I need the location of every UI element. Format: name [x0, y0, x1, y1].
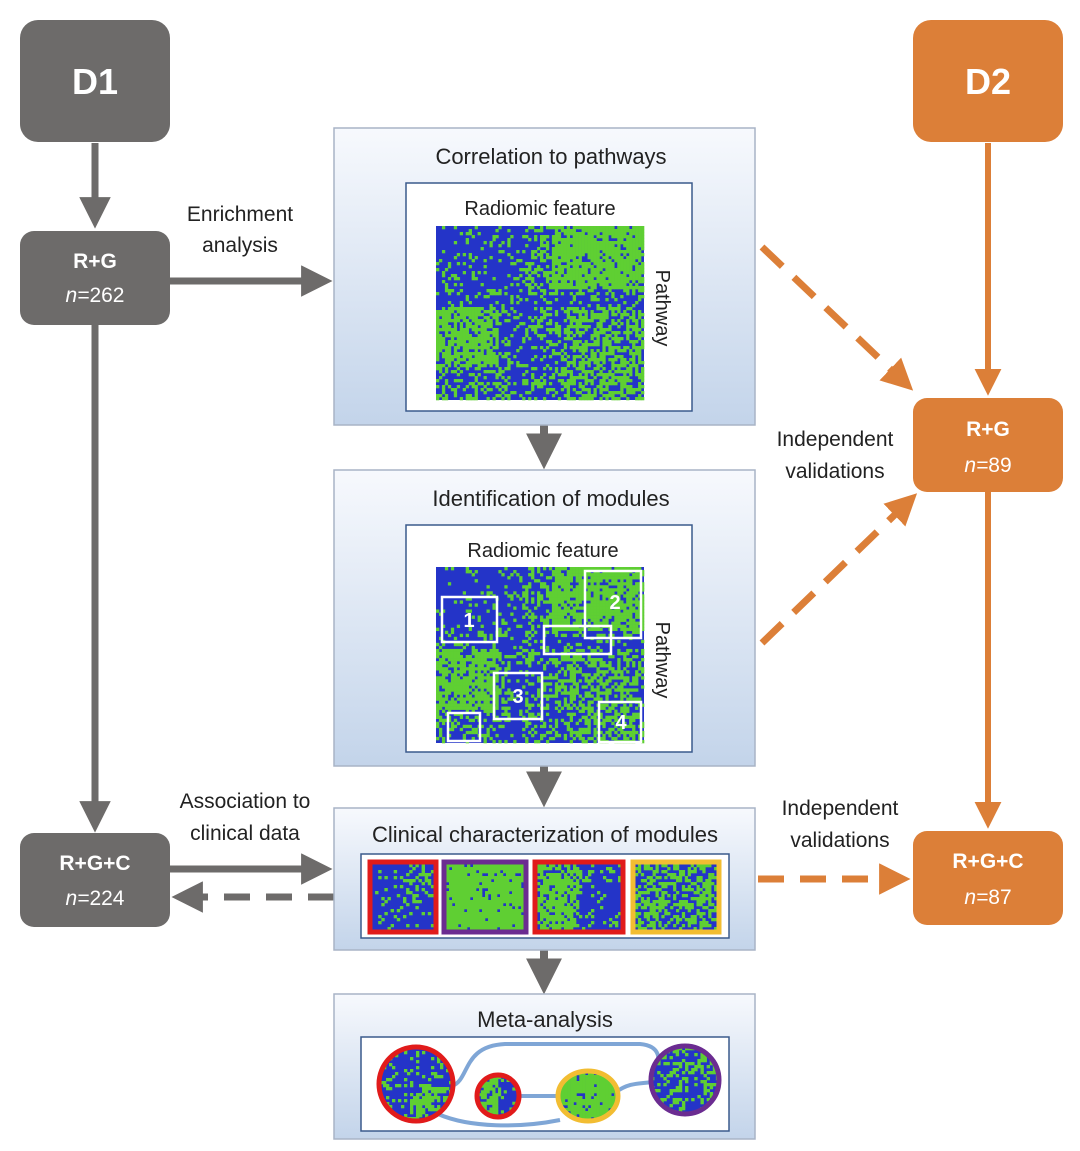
module-number-4: 4: [615, 712, 627, 734]
label-validation-a-line1: Independent: [777, 428, 894, 451]
label-validation-b-line1: Independent: [782, 797, 899, 820]
module-tile-red-1: [372, 864, 435, 931]
node-d2-rg-label: R+G: [966, 418, 1010, 441]
panel-modules-title: Identification of modules: [432, 486, 669, 511]
label-enrichment-line1: Enrichment: [187, 203, 293, 226]
panel-modules-col-label: Radiomic feature: [467, 540, 618, 562]
label-enrichment-line2: analysis: [202, 234, 278, 257]
module-box-5: [446, 711, 482, 743]
panel-correlation-col-label: Radiomic feature: [464, 198, 615, 220]
node-d1-rg: R+G n=262: [20, 231, 170, 325]
label-association-line1: Association to: [180, 790, 311, 813]
node-d1-rg-count: n=262: [66, 284, 125, 307]
module-tile-yellow: [635, 864, 718, 931]
node-d1-rgc-count: n=224: [66, 887, 125, 910]
module-box-2b: [542, 624, 613, 656]
panel-correlation: Correlation to pathways Radiomic feature…: [333, 127, 756, 426]
module-box-4: [597, 700, 643, 744]
node-d1-rgc: R+G+C n=224: [20, 833, 170, 927]
panel-modules-row-label: Pathway: [651, 622, 673, 699]
label-association-line2: clinical data: [190, 822, 300, 845]
module-box-1: [440, 595, 499, 644]
node-d1-rg-label: R+G: [73, 250, 117, 273]
module-tile-purple: [446, 864, 525, 931]
node-d1-label: D1: [72, 61, 118, 102]
node-d1: D1: [20, 20, 170, 142]
panel-modules: Identification of modules Radiomic featu…: [333, 469, 756, 767]
node-d2: D2: [913, 20, 1063, 142]
node-d2-rgc-label: R+G+C: [952, 850, 1023, 873]
node-d2-rgc: R+G+C n=87: [913, 831, 1063, 925]
heatmap-correlation: [436, 226, 645, 401]
arrow-validation-panel2: [759, 493, 918, 646]
module-box-3: [492, 671, 544, 721]
module-tile-red-2: [537, 864, 622, 931]
module-number-3: 3: [512, 686, 523, 708]
node-d1-rgc-label: R+G+C: [59, 852, 130, 875]
module-number-2: 2: [609, 592, 620, 614]
node-d2-label: D2: [965, 61, 1011, 102]
node-d2-rgc-count: n=87: [964, 886, 1011, 909]
module-overlays: [440, 569, 643, 744]
arrow-validation-panel1: [759, 244, 914, 391]
panel-correlation-title: Correlation to pathways: [435, 144, 666, 169]
meta-node-purple: [652, 1047, 718, 1113]
panel-correlation-row-label: Pathway: [651, 270, 673, 347]
panel-meta: Meta-analysis: [333, 993, 756, 1140]
module-box-2: [583, 569, 643, 640]
connectors: [79, 143, 1002, 995]
panel-clinical: Clinical characterization of modules: [333, 807, 756, 951]
label-validation-b-line2: validations: [790, 829, 889, 852]
node-d2-rg: R+G n=89: [913, 398, 1063, 492]
module-number-1: 1: [463, 610, 474, 632]
panel-clinical-title: Clinical characterization of modules: [372, 822, 718, 847]
panel-meta-title: Meta-analysis: [477, 1007, 613, 1032]
node-d2-rg-count: n=89: [964, 454, 1011, 477]
label-validation-a-line2: validations: [785, 460, 884, 483]
